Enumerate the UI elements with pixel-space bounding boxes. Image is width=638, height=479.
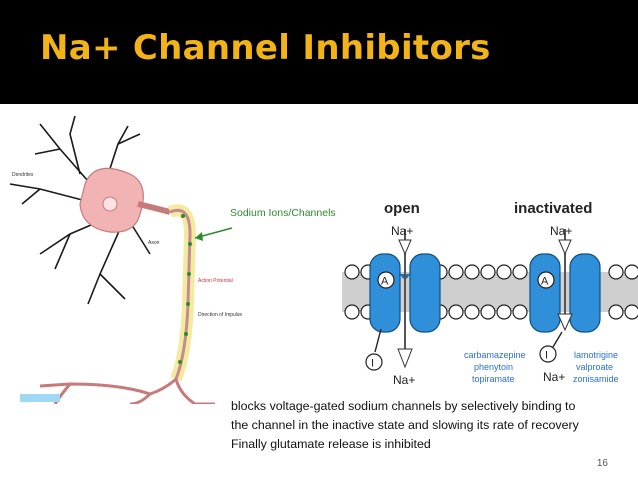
slide-title: Na+ Channel Inhibitors xyxy=(40,28,491,68)
caption-line-2: the channel in the inactive state and sl… xyxy=(231,418,579,432)
synapse-box xyxy=(20,394,60,402)
channel-diagram: A I A I open xyxy=(342,200,638,387)
figure: Dendrites Axon Action Potential Directio… xyxy=(9,115,638,404)
open-na-top: Na+ xyxy=(391,224,413,238)
inactivated-na-bottom: Na+ xyxy=(543,370,565,384)
drug-phenytoin: phenytoin xyxy=(474,362,513,372)
direction-label: Direction of Impulse xyxy=(198,312,242,318)
open-gate-i: I xyxy=(371,358,374,370)
caption-line-3: Finally glutamate release is inhibited xyxy=(231,437,431,451)
neuron-illustration: Dendrites Axon Action Potential Directio… xyxy=(9,115,336,404)
drug-topiramate: topiramate xyxy=(472,374,515,384)
drug-valproate: valproate xyxy=(576,362,613,372)
inactivated-heading: inactivated xyxy=(514,200,592,217)
drug-list-right: lamotrigine valproate zonisamide xyxy=(573,350,619,384)
drug-list-left: carbamazepine phenytoin topiramate xyxy=(464,350,526,384)
caption: blocks voltage-gated sodium channels by … xyxy=(231,397,636,454)
open-channel: A I xyxy=(365,229,441,371)
inactivated-na-top: Na+ xyxy=(550,224,572,238)
sodium-channel-dots xyxy=(178,214,192,364)
page-number: 16 xyxy=(596,458,608,469)
open-heading: open xyxy=(384,200,420,217)
nucleus xyxy=(102,196,118,212)
inactivated-gate-a: A xyxy=(541,276,549,288)
inactivated-gate-i: I xyxy=(545,350,548,362)
drug-zonisamide: zonisamide xyxy=(573,374,619,384)
action-potential-label: Action Potential xyxy=(198,278,233,284)
drug-carbamazepine: carbamazepine xyxy=(464,350,526,360)
open-gate-a: A xyxy=(381,276,389,288)
drug-lamotrigine: lamotrigine xyxy=(574,350,618,360)
inactivated-channel: A I xyxy=(529,229,601,363)
axon-terminals xyxy=(39,377,215,404)
open-na-bottom: Na+ xyxy=(393,373,415,387)
caption-line-1: blocks voltage-gated sodium channels by … xyxy=(231,399,576,413)
dendrites-label: Dendrites xyxy=(12,172,34,178)
dendrites xyxy=(9,115,151,305)
axon-label: Axon xyxy=(148,240,160,246)
sodium-channels-label: Sodium Ions/Channels xyxy=(230,207,336,219)
